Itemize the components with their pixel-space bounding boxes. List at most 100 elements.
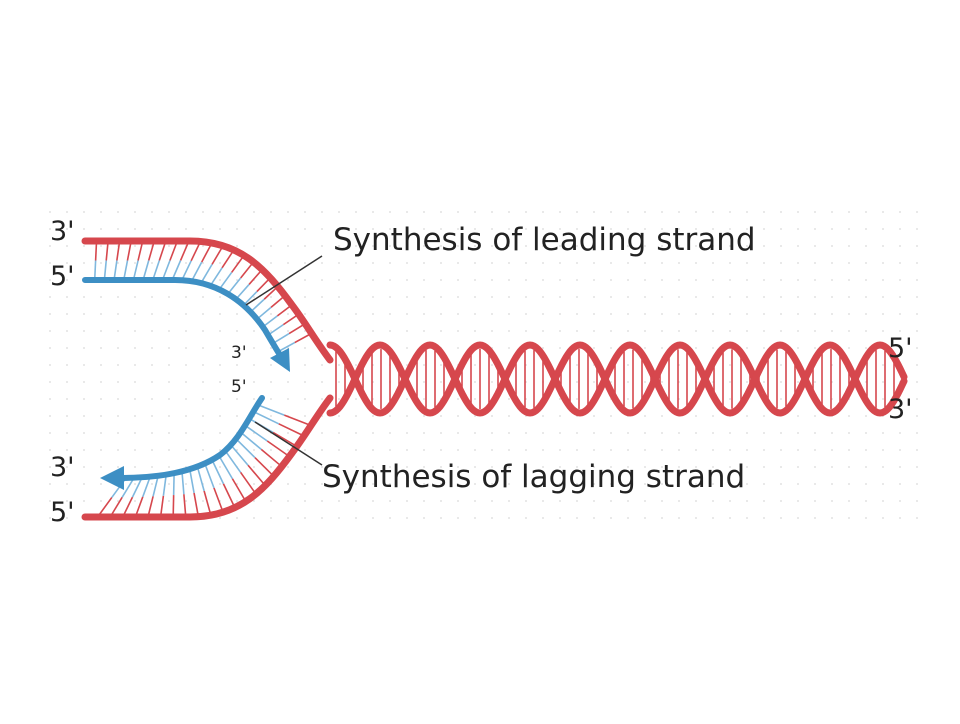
grid-dot [678,449,680,451]
grid-dot [559,296,561,298]
grid-dot [576,211,578,213]
grid-dot [831,245,833,247]
grid-dot [814,245,816,247]
grid-dot [712,279,714,281]
grid-dot [661,296,663,298]
grid-dot [678,296,680,298]
grid-dot [287,500,289,502]
fork-base-pair-parental [273,432,297,446]
grid-dot [83,483,85,485]
grid-dot [831,262,833,264]
grid-dot [882,483,884,485]
grid-dot [355,347,357,349]
grid-dot [372,500,374,502]
grid-dot [253,517,255,519]
grid-dot [202,449,204,451]
grid-dot [661,211,663,213]
grid-dot [525,296,527,298]
grid-dot [780,262,782,264]
grid-dot [576,398,578,400]
grid-dot [474,279,476,281]
grid-dot [831,449,833,451]
grid-dot [712,313,714,315]
grid-dot [338,313,340,315]
grid-dot [627,279,629,281]
grid-dot [423,296,425,298]
grid-dot [83,398,85,400]
grid-dot [287,432,289,434]
grid-dot [848,211,850,213]
grid-dot [321,500,323,502]
grid-dot [763,517,765,519]
grid-dot [338,279,340,281]
grid-dot [253,466,255,468]
grid-dot [593,279,595,281]
grid-dot [576,313,578,315]
grid-dot [848,500,850,502]
grid-dot [355,313,357,315]
grid-dot [797,245,799,247]
grid-dot [899,211,901,213]
grid-dot [219,347,221,349]
grid-dot [117,466,119,468]
grid-dot [389,330,391,332]
grid-dot [627,381,629,383]
grid-dot [202,211,204,213]
grid-dot [321,211,323,213]
grid-dot [117,449,119,451]
grid-dot [865,245,867,247]
grid-dot [440,432,442,434]
fork-base-pair-new [197,467,204,491]
grid-dot [610,313,612,315]
grid-dot [797,296,799,298]
grid-dot [270,245,272,247]
grid-dot [831,211,833,213]
grid-dot [304,415,306,417]
grid-dot [491,262,493,264]
grid-dot [865,262,867,264]
grid-dot [899,330,901,332]
grid-dot [576,381,578,383]
grid-dot [712,432,714,434]
grid-dot [440,449,442,451]
grid-dot [270,228,272,230]
grid-dot [117,313,119,315]
grid-dot [780,245,782,247]
grid-dot [763,228,765,230]
grid-dot [304,296,306,298]
grid-dot [440,262,442,264]
grid-dot [695,517,697,519]
grid-dot [899,449,901,451]
grid-dot [559,398,561,400]
grid-dot [185,415,187,417]
grid-dot [746,432,748,434]
grid-dot [440,279,442,281]
grid-dot [270,415,272,417]
grid-dot [83,211,85,213]
grid-dot [338,211,340,213]
grid-dot [695,432,697,434]
grid-dot [338,364,340,366]
grid-dot [185,432,187,434]
grid-dot [236,228,238,230]
grid-dot [423,364,425,366]
grid-dot [100,296,102,298]
fork-base-pair-new [201,264,212,283]
grid-dot [610,500,612,502]
grid-dot [780,432,782,434]
grid-dot [423,330,425,332]
lagging-strand-arrowhead [100,466,124,490]
grid-dot [831,313,833,315]
grid-dot [219,211,221,213]
grid-dot [474,313,476,315]
grid-dot [508,398,510,400]
grid-dot [916,449,918,451]
grid-dot [253,347,255,349]
grid-dot [304,347,306,349]
grid-dot [916,432,918,434]
grid-dot [593,347,595,349]
grid-dot [797,517,799,519]
grid-dot [865,347,867,349]
grid-dot [321,262,323,264]
grid-dot [610,432,612,434]
